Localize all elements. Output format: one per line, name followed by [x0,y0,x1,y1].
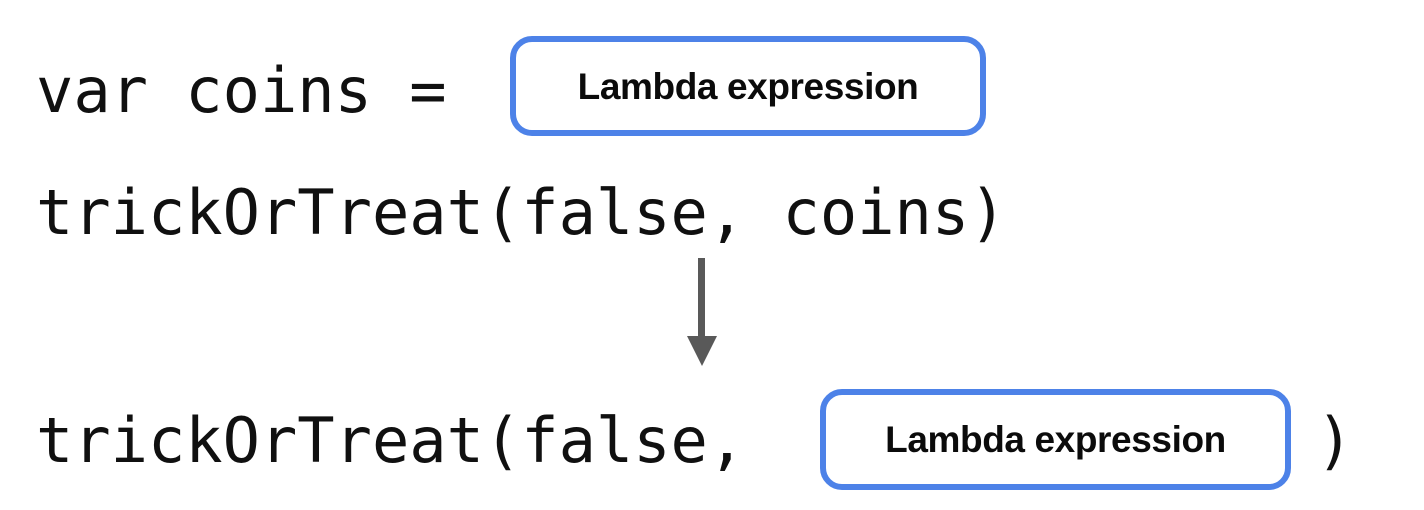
code-line-before-call: trickOrTreat(false, coins) [36,176,1007,249]
code-line-after-call: trickOrTreat(false, [36,410,783,472]
down-arrow-icon [672,258,732,374]
lambda-expression-pill-after[interactable]: Lambda expression [820,389,1291,490]
lambda-expression-pill-after-label: Lambda expression [885,419,1226,460]
code-line-after-call-suffix: ) [1316,404,1354,477]
code-line-before-assignment: var coins = [36,54,484,127]
code-line-after-call-prefix: trickOrTreat(false, [36,404,783,477]
down-arrow-glyph [687,258,717,366]
lambda-expression-pill-before[interactable]: Lambda expression [510,36,986,136]
lambda-expression-pill-before-label: Lambda expression [577,65,919,107]
